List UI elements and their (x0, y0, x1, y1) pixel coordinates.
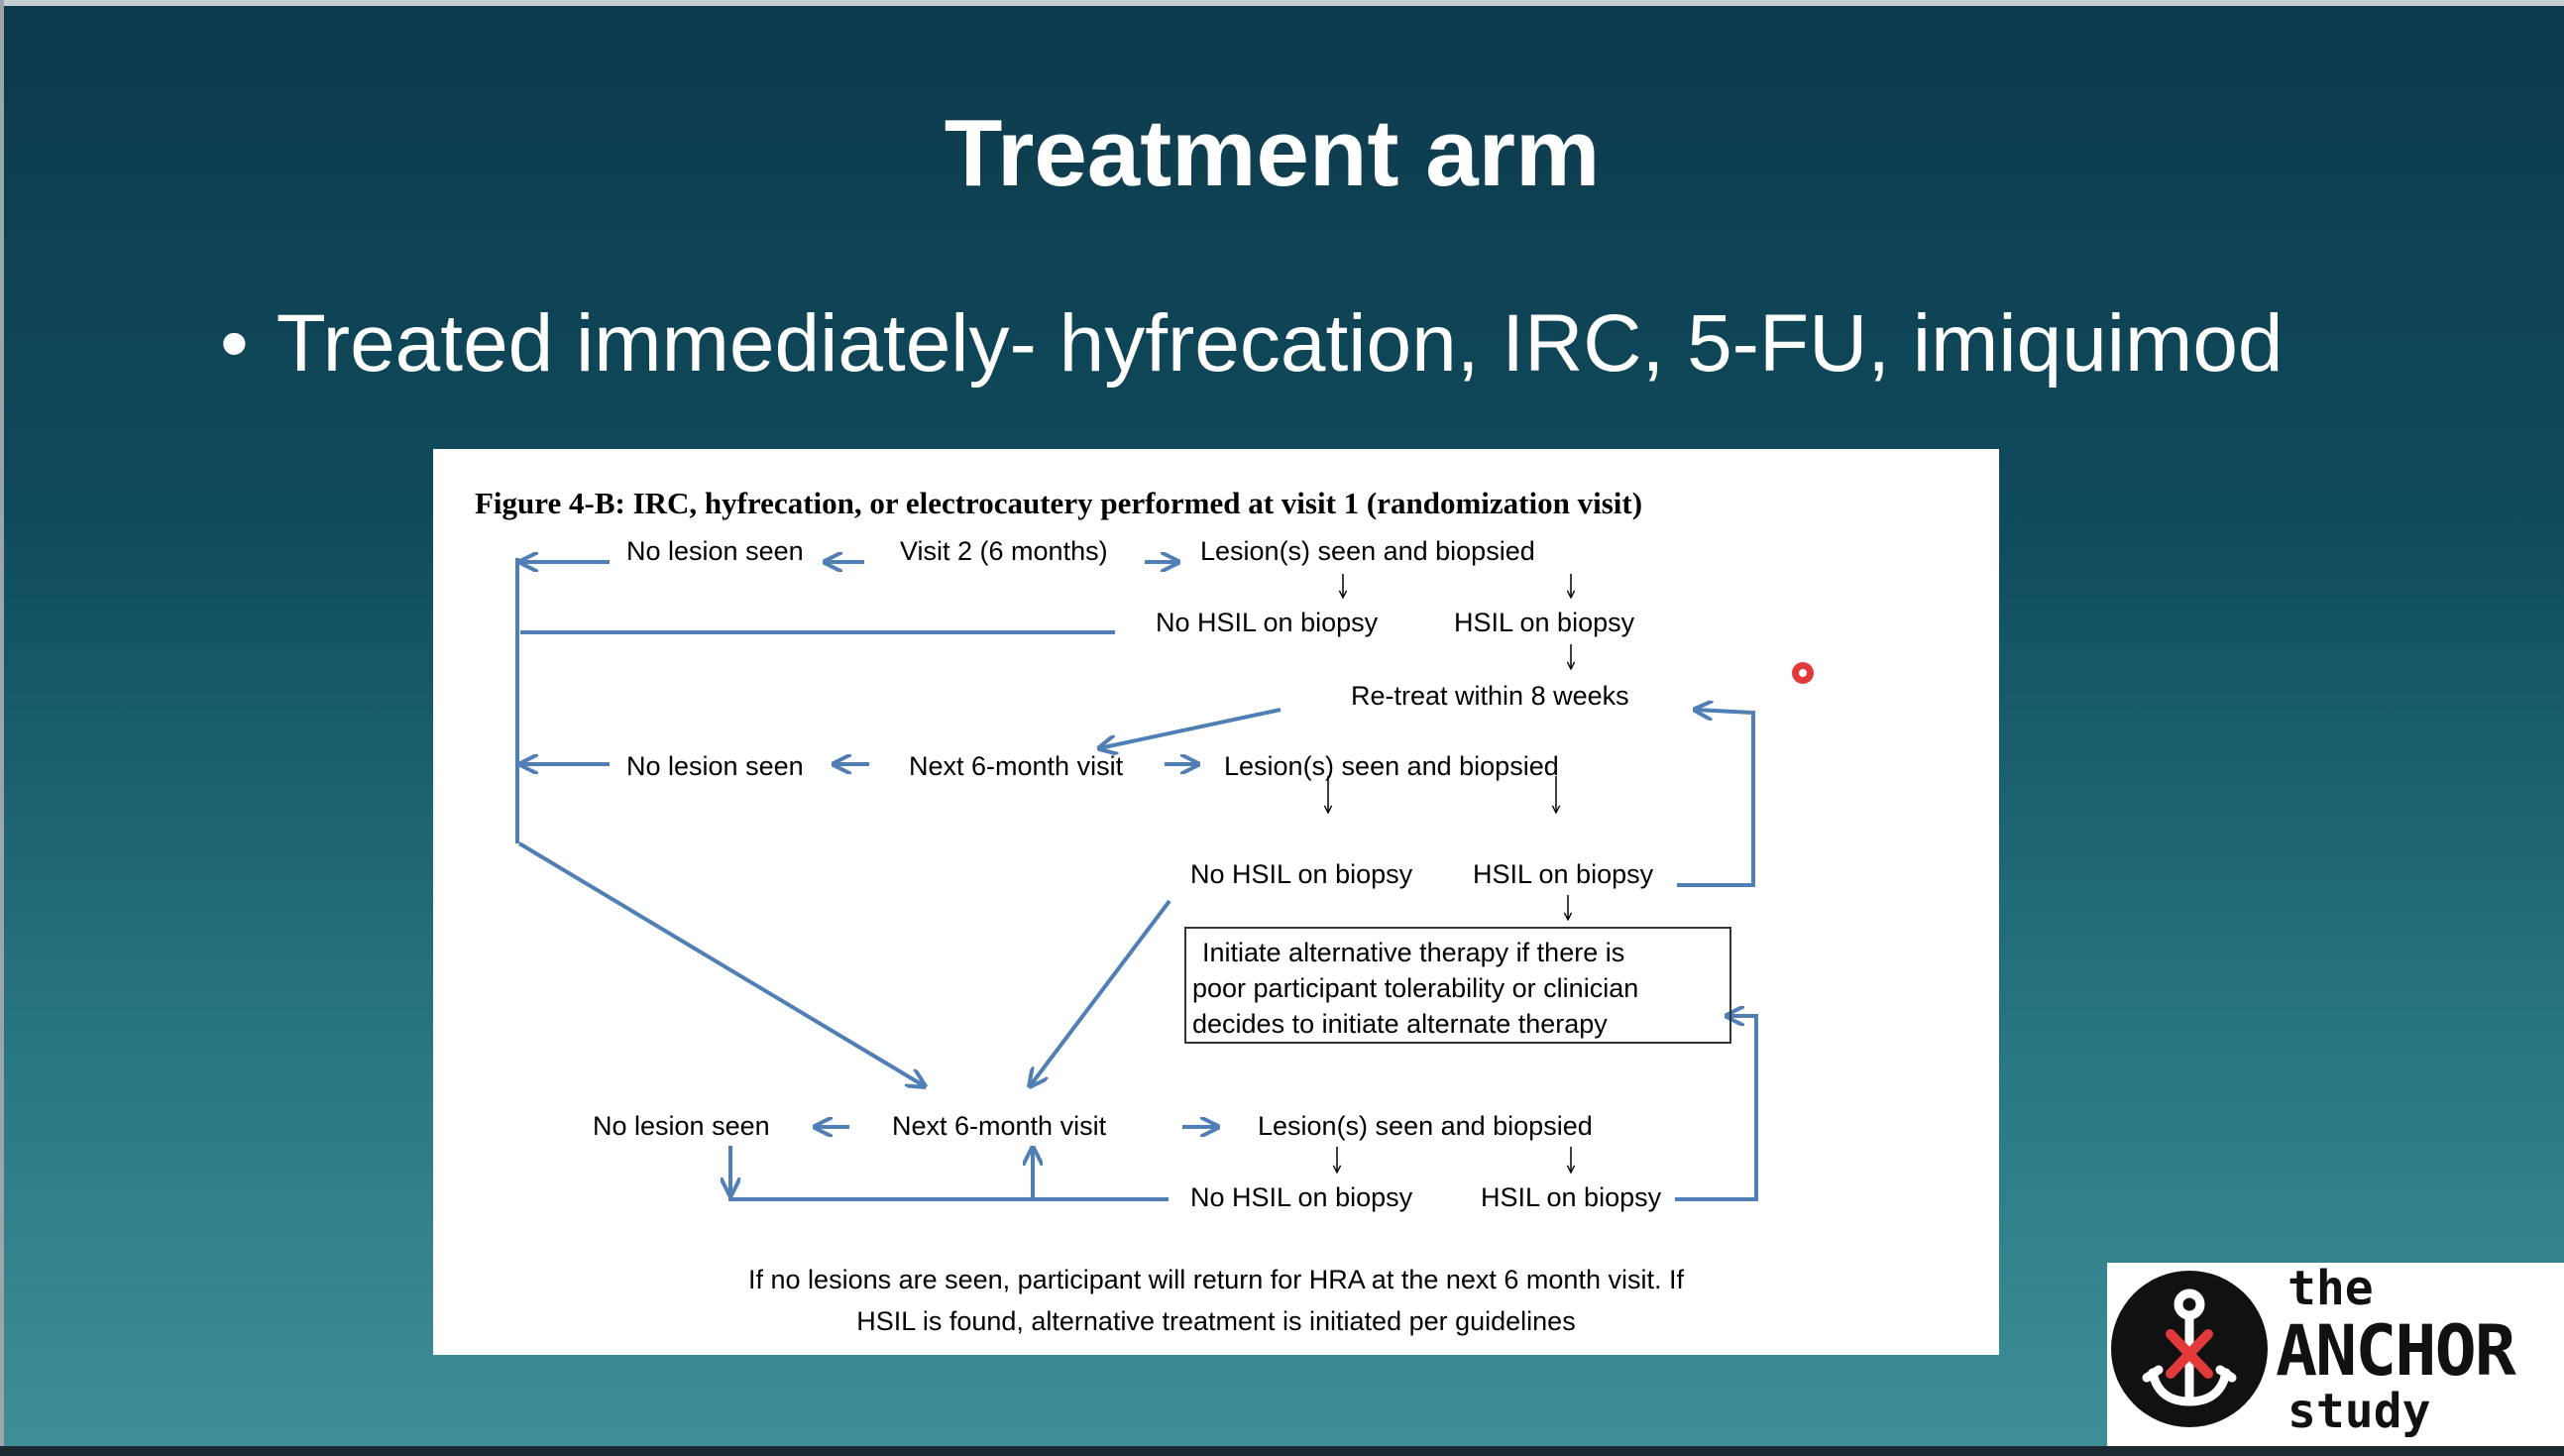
row4-no-hsil: No HSIL on biopsy (1190, 859, 1413, 889)
row1-visit: Visit 2 (6 months) (900, 536, 1108, 566)
row5-lesion: Lesion(s) seen and biopsied (1258, 1111, 1593, 1141)
window-bottom-border (0, 1446, 2564, 1456)
row5-no-lesion: No lesion seen (593, 1111, 770, 1141)
slide-title: Treatment arm (944, 100, 1601, 206)
logo-word-anchor: ANCHOR (2276, 1310, 2516, 1392)
row6-no-hsil: No HSIL on biopsy (1190, 1182, 1413, 1212)
pointer-cursor-icon (1792, 662, 1814, 684)
row5-visit: Next 6-month visit (892, 1111, 1107, 1141)
window-left-border (0, 0, 4, 1456)
row4-hsil: HSIL on biopsy (1473, 859, 1654, 889)
bullet-icon: • (220, 298, 249, 389)
window-top-border (0, 0, 2564, 6)
row6-hsil: HSIL on biopsy (1481, 1182, 1662, 1212)
bullet-point: • Treated immediately- hyfrecation, IRC, … (220, 297, 2284, 391)
flowchart-arrows (515, 449, 1758, 1201)
arrow-no-hsil-to-third-visit (1030, 899, 1171, 1086)
bullet-text: Treated immediately- hyfrecation, IRC, 5… (276, 298, 2284, 389)
note-line-1: If no lesions are seen, participant will… (748, 1265, 1684, 1294)
retreat-label: Re-treat within 8 weeks (1351, 681, 1629, 711)
row3-no-lesion: No lesion seen (626, 751, 804, 781)
figure-title: Figure 4-B: IRC, hyfrecation, or electro… (475, 486, 1643, 520)
note-line-2: HSIL is found, alternative treatment is … (856, 1306, 1576, 1336)
arrow-retreat-to-next-visit (1099, 708, 1282, 748)
row3-lesion: Lesion(s) seen and biopsied (1224, 751, 1559, 781)
row3-visit: Next 6-month visit (909, 751, 1124, 781)
row2-hsil: HSIL on biopsy (1454, 608, 1635, 637)
figure-note: If no lesions are seen, participant will… (433, 1259, 1999, 1342)
row1-no-lesion: No lesion seen (626, 536, 804, 566)
alt-box-line-2: poor participant tolerability or clinici… (1192, 973, 1639, 1003)
row2-no-hsil: No HSIL on biopsy (1156, 608, 1379, 637)
alt-box-line-3: decides to initiate alternate therapy (1192, 1009, 1608, 1039)
arrow-hsil-to-retreat (1677, 710, 1755, 887)
anchor-study-logo: the ANCHOR study (2107, 1261, 2564, 1446)
arrow-hsil-to-alt-box (1675, 1016, 1758, 1201)
row1-lesion: Lesion(s) seen and biopsied (1200, 536, 1535, 566)
logo-word-the: the (2287, 1261, 2374, 1316)
alt-box-line-1: Initiate alternative therapy if there is (1202, 938, 1625, 967)
flowchart-figure: Figure 4-B: IRC, hyfrecation, or electro… (433, 449, 1999, 1355)
arrow-trunk-to-third-visit (517, 841, 925, 1086)
logo-word-study: study (2287, 1384, 2431, 1439)
alternative-therapy-box: Initiate alternative therapy if there is… (1184, 927, 1731, 1044)
anchor-logo-icon (2111, 1271, 2268, 1427)
